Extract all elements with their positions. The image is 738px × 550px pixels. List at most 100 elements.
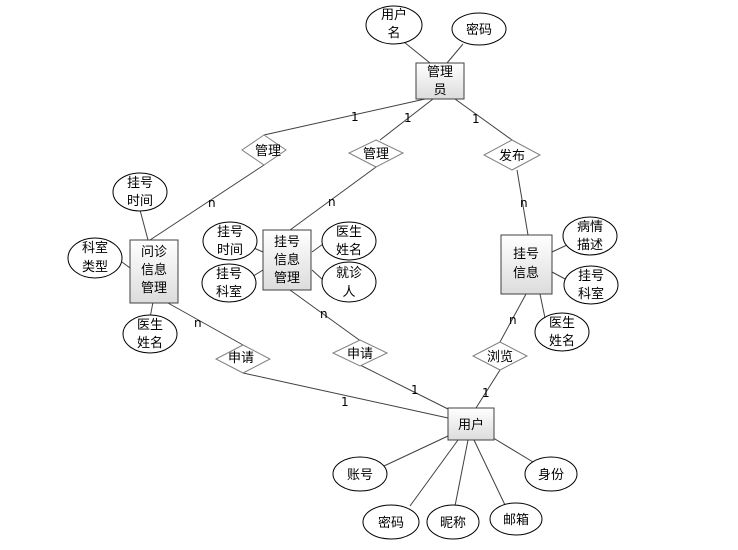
card-admin-manage2: 1 <box>404 111 412 125</box>
attr-reg-doctor-line2: 姓名 <box>336 242 362 258</box>
entity-admin-label-1: 管理 <box>427 65 453 80</box>
entity-reg-info-label-1: 挂号 <box>513 247 539 262</box>
attr-user-email[interactable]: 邮箱 <box>489 502 543 536</box>
attr-user-password-line1: 密码 <box>378 515 404 531</box>
entity-admin-label-2: 员 <box>433 83 446 98</box>
rel-apply-reg-label: 申请 <box>347 347 373 362</box>
entity-user-label: 用户 <box>458 417 484 433</box>
attr-info-symptom-line2: 描述 <box>577 238 603 253</box>
edge-publish-info <box>516 169 529 236</box>
attr-reg-dept-line1: 挂号 <box>216 267 242 282</box>
attr-admin-password[interactable]: 密码 <box>451 12 507 46</box>
attr-reg-time-line2: 时间 <box>217 243 243 258</box>
attr-reg-dept-line2: 科室 <box>216 284 242 300</box>
attr-reg-patient[interactable]: 就诊 人 <box>321 261 377 303</box>
attr-admin-username-line1: 用户 <box>381 7 407 23</box>
attr-consult-time[interactable]: 挂号 时间 <box>112 172 168 212</box>
edge-consult-time <box>139 209 149 241</box>
edge-consult-dept <box>121 261 131 269</box>
attr-consult-dept-type[interactable]: 科室 类型 <box>67 237 123 279</box>
entity-consult-mgmt[interactable]: 问诊 信息 管理 <box>129 239 179 304</box>
rel-publish-label: 发布 <box>499 148 525 164</box>
edge-reg-apply2 <box>289 289 363 343</box>
edge-user-account <box>383 435 449 467</box>
edge-info-dept <box>551 271 568 281</box>
attr-info-dept[interactable]: 挂号 科室 <box>563 265 619 305</box>
rel-manage-consult-label: 管理 <box>255 144 281 159</box>
attr-user-account[interactable]: 账号 <box>332 456 388 492</box>
rel-manage-consult[interactable]: 管理 <box>241 134 287 166</box>
attr-reg-doctor[interactable]: 医生 姓名 <box>321 221 377 261</box>
attr-reg-time-line1: 挂号 <box>217 225 243 240</box>
edge-info-browse <box>499 293 527 343</box>
edge-admin-publish <box>454 98 513 141</box>
card-info-browse: n <box>509 313 517 327</box>
entity-reg-info-label-2: 信息 <box>513 265 539 281</box>
rel-apply-consult[interactable]: 申请 <box>214 344 272 374</box>
card-user-browse: 1 <box>482 386 490 400</box>
rel-manage-reg[interactable]: 管理 <box>347 139 405 168</box>
attr-consult-time-line1: 挂号 <box>127 176 153 191</box>
card-reg-apply2: n <box>320 307 328 321</box>
edge-info-symptom <box>551 244 568 253</box>
card-consult-manage1: n <box>208 196 216 210</box>
entity-reg-mgmt-label-1: 挂号 <box>274 235 300 250</box>
rel-publish[interactable]: 发布 <box>482 139 542 171</box>
edge-apply1-user <box>242 372 449 419</box>
attr-info-symptom-line1: 病情 <box>577 220 603 235</box>
attr-consult-doctor-line2: 姓名 <box>137 335 163 351</box>
rel-apply-reg[interactable]: 申请 <box>331 339 389 367</box>
attr-consult-doctor-line1: 医生 <box>137 318 163 333</box>
edge-admin-username <box>403 41 431 64</box>
edge-manage1-consult <box>149 164 265 241</box>
edge-user-email <box>473 439 506 506</box>
entity-reg-mgmt-label-3: 管理 <box>274 271 300 286</box>
attr-info-doctor-line1: 医生 <box>549 316 575 331</box>
attr-consult-dept-type-line2: 类型 <box>82 260 108 275</box>
rel-apply-consult-label: 申请 <box>228 351 254 366</box>
attr-reg-time[interactable]: 挂号 时间 <box>202 221 258 261</box>
edge-consult-apply1 <box>167 302 244 346</box>
attr-info-symptom[interactable]: 病情 描述 <box>562 216 618 256</box>
attr-reg-patient-line1: 就诊 <box>336 266 362 281</box>
attr-user-email-line1: 邮箱 <box>503 512 529 528</box>
edge-info-doctor <box>539 293 546 319</box>
entity-reg-mgmt[interactable]: 挂号 信息 管理 <box>262 229 312 291</box>
attr-admin-username[interactable]: 用户 名 <box>365 5 423 45</box>
attr-admin-username-line2: 名 <box>387 25 400 41</box>
attr-reg-dept[interactable]: 挂号 科室 <box>201 263 257 303</box>
card-user-apply1: 1 <box>341 395 349 409</box>
edge-reg-doctor <box>311 243 324 253</box>
edge-browse-user <box>475 369 501 409</box>
edge-user-password <box>409 439 459 507</box>
attr-user-account-line1: 账号 <box>347 468 373 483</box>
attr-user-identity[interactable]: 身份 <box>524 456 578 492</box>
attr-user-nickname[interactable]: 昵称 <box>426 504 480 540</box>
attr-info-doctor[interactable]: 医生 姓名 <box>534 312 590 352</box>
rel-browse[interactable]: 浏览 <box>471 341 529 371</box>
entity-admin[interactable]: 管理 员 <box>415 62 465 100</box>
attr-user-password[interactable]: 密码 <box>362 504 420 540</box>
card-consult-apply1: n <box>194 316 202 330</box>
entity-reg-info[interactable]: 挂号 信息 <box>500 234 553 295</box>
attr-consult-doctor[interactable]: 医生 姓名 <box>122 314 178 354</box>
entity-user[interactable]: 用户 <box>447 407 495 441</box>
card-admin-manage1: 1 <box>351 110 359 124</box>
attr-reg-patient-line2: 人 <box>342 285 355 300</box>
attr-info-doctor-line2: 姓名 <box>549 333 575 349</box>
edge-user-nickname <box>454 439 469 507</box>
attr-info-dept-line2: 科室 <box>578 286 604 302</box>
entity-reg-mgmt-label-2: 信息 <box>274 252 300 268</box>
attr-reg-doctor-line1: 医生 <box>336 225 362 240</box>
entity-consult-mgmt-label-3: 管理 <box>141 281 167 296</box>
rel-manage-reg-label: 管理 <box>363 147 389 162</box>
edge-admin-manage1 <box>263 98 426 136</box>
entity-consult-mgmt-label-2: 信息 <box>141 262 167 278</box>
card-info-publish: n <box>520 196 528 210</box>
edge-admin-password <box>446 43 464 64</box>
edge-reg-patient <box>311 269 324 281</box>
attr-consult-time-line2: 时间 <box>127 194 153 209</box>
edge-apply2-user <box>359 364 451 411</box>
cardinality-labels: 1 1 1 n n n n n n 1 1 1 <box>194 110 528 409</box>
